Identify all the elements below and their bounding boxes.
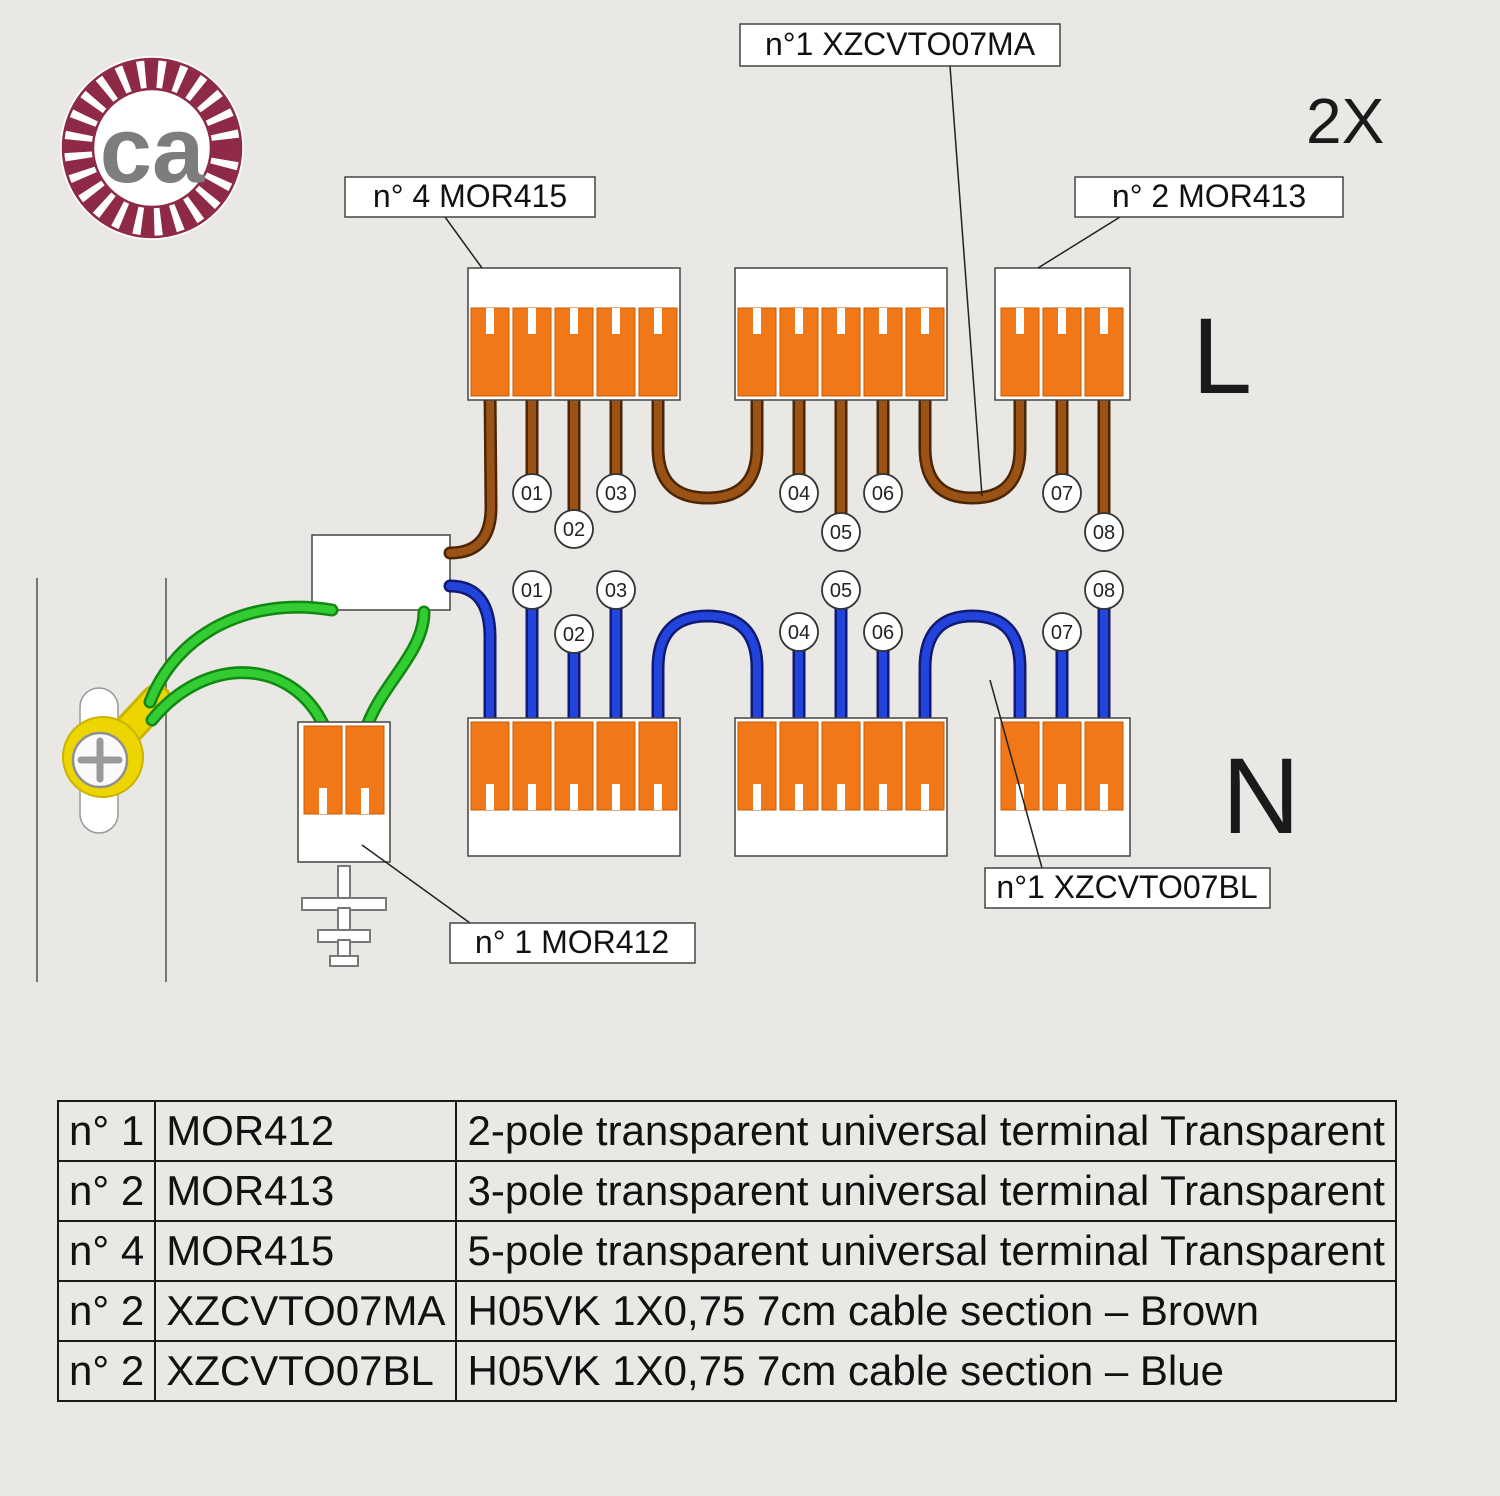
neutral-letter: N (1222, 735, 1300, 856)
wire-marker: 06 (863, 473, 903, 513)
svg-text:05: 05 (830, 522, 852, 544)
wire-marker: 04 (779, 473, 819, 513)
wire-marker: 01 (512, 473, 552, 513)
wire-marker: 08 (1084, 512, 1124, 552)
svg-text:02: 02 (563, 624, 585, 646)
svg-text:n°1 XZCVTO07MA: n°1 XZCVTO07MA (765, 26, 1036, 62)
leader-line-xzcvto07ma (949, 65, 983, 497)
table-cell-desc: 5-pole transparent universal terminal Tr… (455, 1220, 1397, 1282)
svg-text:n°1 XZCVTO07BL: n°1 XZCVTO07BL (996, 869, 1257, 905)
terminal-block-mor413-l3 (994, 267, 1131, 401)
wire-marker: 07 (1042, 612, 1082, 652)
svg-text:04: 04 (788, 622, 810, 644)
part-label-mor415: n° 4 MOR415 (344, 176, 596, 218)
svg-text:08: 08 (1093, 580, 1115, 602)
svg-text:07: 07 (1051, 483, 1073, 505)
wire-marker: 06 (863, 612, 903, 652)
svg-text:n° 4 MOR415: n° 4 MOR415 (373, 178, 567, 214)
svg-text:n° 1 MOR412: n° 1 MOR412 (475, 924, 669, 960)
earth-ring-terminal (62, 684, 172, 798)
table-cell-qty: n° 2 (56, 1160, 157, 1222)
line-wire-group (443, 383, 1111, 560)
neutral-wire-group (443, 579, 1111, 737)
part-label-mor412: n° 1 MOR412 (449, 922, 696, 964)
svg-text:03: 03 (605, 483, 627, 505)
parts-table: n° 1 MOR412 2-pole transparent universal… (56, 1100, 1397, 1402)
leader-line-xzcvto07bl (989, 679, 1043, 869)
table-row: n° 2 MOR413 3-pole transparent universal… (56, 1160, 1397, 1222)
terminal-block-mor415-l1 (467, 267, 681, 401)
part-label-xzcvto07bl: n°1 XZCVTO07BL (984, 867, 1271, 909)
power-entry-box (311, 534, 451, 611)
leader-line-mor412 (361, 844, 471, 924)
terminal-block-mor415-l2 (734, 267, 948, 401)
table-cell-qty: n° 2 (56, 1340, 157, 1402)
table-row: n° 1 MOR412 2-pole transparent universal… (56, 1100, 1397, 1162)
quantity-label: 2X (1306, 85, 1384, 157)
logo-outer-ring (61, 57, 243, 239)
wire-marker: 01 (512, 570, 552, 610)
wire-marker: 07 (1042, 473, 1082, 513)
svg-text:08: 08 (1093, 522, 1115, 544)
svg-text:03: 03 (605, 580, 627, 602)
table-cell-desc: H05VK 1X0,75 7cm cable section – Blue (455, 1340, 1397, 1402)
svg-text:04: 04 (788, 483, 810, 505)
terminal-block-mor415-n2 (734, 717, 948, 857)
part-label-mor413: n° 2 MOR413 (1074, 176, 1344, 218)
svg-text:02: 02 (563, 519, 585, 541)
table-cell-code: MOR413 (154, 1160, 458, 1222)
leader-line-mor413 (1037, 216, 1121, 269)
table-cell-qty: n° 2 (56, 1280, 157, 1342)
wire-marker: 02 (554, 509, 594, 549)
wiring-diagram: 01 02 03 04 05 06 07 08 01 02 03 04 05 0… (36, 23, 1384, 982)
svg-text:06: 06 (872, 622, 894, 644)
svg-text:05: 05 (830, 580, 852, 602)
table-row: n° 2 XZCVTO07BL H05VK 1X0,75 7cm cable s… (56, 1340, 1397, 1402)
table-row: n° 4 MOR415 5-pole transparent universal… (56, 1220, 1397, 1282)
wall-lines (36, 578, 167, 982)
svg-text:07: 07 (1051, 622, 1073, 644)
table-row: n° 2 XZCVTO07MA H05VK 1X0,75 7cm cable s… (56, 1280, 1397, 1342)
wire-marker: 04 (779, 612, 819, 652)
svg-text:01: 01 (521, 483, 543, 505)
earth-symbol (301, 865, 387, 967)
wire-marker: 08 (1084, 570, 1124, 610)
wire-marker: 05 (821, 570, 861, 610)
table-cell-desc: 3-pole transparent universal terminal Tr… (455, 1160, 1397, 1222)
wire-marker: 03 (596, 570, 636, 610)
wire-marker: 05 (821, 512, 861, 552)
logo-text: ca (100, 97, 205, 202)
table-cell-code: XZCVTO07BL (154, 1340, 458, 1402)
table-cell-qty: n° 1 (56, 1100, 157, 1162)
brand-logo: ca (60, 56, 244, 240)
table-cell-code: MOR412 (154, 1100, 458, 1162)
table-cell-desc: 2-pole transparent universal terminal Tr… (455, 1100, 1397, 1162)
part-label-xzcvto07ma: n°1 XZCVTO07MA (739, 23, 1061, 67)
terminal-block-mor415-n1 (467, 717, 681, 857)
logo-inner-ring (91, 87, 213, 209)
table-cell-desc: H05VK 1X0,75 7cm cable section – Brown (455, 1280, 1397, 1342)
terminal-block-mor412 (297, 721, 391, 863)
wire-marker: 03 (596, 473, 636, 513)
terminal-block-mor413-n3 (994, 717, 1131, 857)
table-cell-code: XZCVTO07MA (154, 1280, 458, 1342)
leader-line-mor415 (444, 216, 483, 269)
svg-text:06: 06 (872, 483, 894, 505)
earth-wire-group (143, 600, 431, 733)
table-cell-qty: n° 4 (56, 1220, 157, 1282)
svg-text:01: 01 (521, 580, 543, 602)
wire-marker: 02 (554, 614, 594, 654)
table-cell-code: MOR415 (154, 1220, 458, 1282)
screw-icon (71, 731, 129, 789)
svg-text:n° 2 MOR413: n° 2 MOR413 (1112, 178, 1306, 214)
line-letter: L (1192, 295, 1252, 416)
